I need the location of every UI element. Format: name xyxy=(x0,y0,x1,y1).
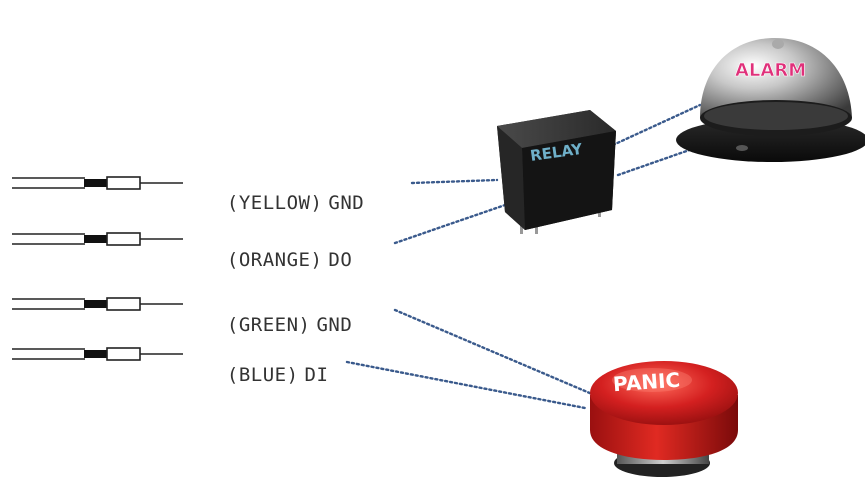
wire-signal-name: GND xyxy=(316,314,353,336)
alarm-bell-device: ALARM xyxy=(676,38,865,162)
panic-button-device: PANIC xyxy=(590,361,738,477)
connection-relay-to-alarm-bottom xyxy=(616,138,720,177)
wire-symbol-yellow xyxy=(12,176,183,190)
panic-label: PANIC xyxy=(612,368,681,397)
wire-color-name: (GREEN) xyxy=(226,314,311,336)
wire-label-green-gnd: (GREEN)GND xyxy=(203,297,352,335)
connection-di-to-panic xyxy=(345,360,587,410)
wire-symbol-green xyxy=(12,297,183,311)
wire-color-name: (BLUE) xyxy=(226,364,299,386)
connection-do-to-relay xyxy=(393,203,507,245)
alarm-label: ALARM xyxy=(735,60,806,81)
wire-symbol-orange xyxy=(12,232,183,246)
wire-label-yellow-gnd: (YELLOW)GND xyxy=(203,175,364,213)
connection-gnd-to-panic xyxy=(393,308,594,396)
wire-signal-name: DO xyxy=(328,249,353,271)
connection-relay-to-alarm-top xyxy=(611,103,702,147)
wire-symbol-blue xyxy=(12,347,183,361)
wire-label-blue-di: (BLUE)DI xyxy=(203,347,328,385)
wire-color-name: (ORANGE) xyxy=(226,249,323,271)
wire-color-name: (YELLOW) xyxy=(226,192,323,214)
connection-gnd-to-relay xyxy=(410,178,499,185)
wire-label-orange-do: (ORANGE)DO xyxy=(203,232,352,270)
wire-signal-name: GND xyxy=(328,192,365,214)
relay-device: RELAY xyxy=(497,110,616,234)
wire-signal-name: DI xyxy=(304,364,329,386)
